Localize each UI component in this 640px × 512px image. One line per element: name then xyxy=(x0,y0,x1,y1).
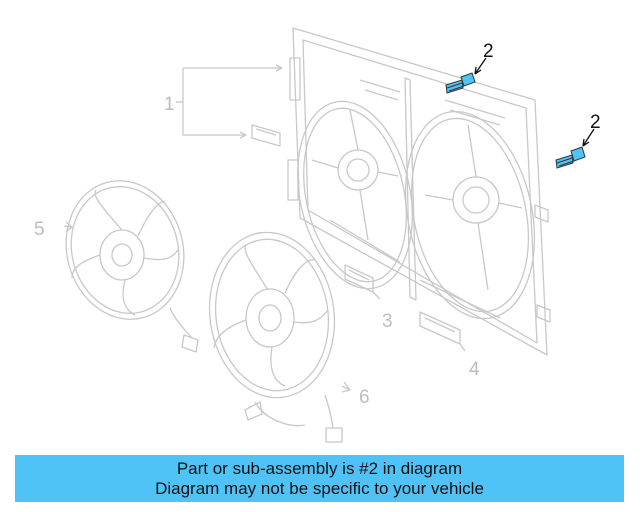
info-banner: Part or sub-assembly is #2 in diagram Di… xyxy=(15,455,624,502)
callout-2-lower: 2 xyxy=(590,112,601,133)
callout-1-leader xyxy=(176,64,283,139)
callout-5: 5 xyxy=(34,219,45,240)
fan-5 xyxy=(63,180,199,353)
part-4-insert xyxy=(419,311,466,352)
callout-6: 6 xyxy=(359,387,370,408)
callout-1: 1 xyxy=(164,94,175,115)
callout-4: 4 xyxy=(469,359,480,380)
callout-2-leaders xyxy=(474,57,595,147)
bolt-2-upper xyxy=(445,72,476,94)
callout-2-upper: 2 xyxy=(483,41,494,62)
bolt-2-lower xyxy=(555,146,586,169)
banner-line-2: Diagram may not be specific to your vehi… xyxy=(155,479,484,498)
parts-diagram: 1 2 2 3 4 5 6 xyxy=(34,27,601,443)
shroud-clip xyxy=(251,124,281,147)
fan-6 xyxy=(208,231,351,443)
callout-3: 3 xyxy=(382,311,393,332)
fan-shroud-frame xyxy=(287,27,551,356)
part-3-insert xyxy=(344,264,381,300)
banner-line-1: Part or sub-assembly is #2 in diagram xyxy=(176,459,463,478)
